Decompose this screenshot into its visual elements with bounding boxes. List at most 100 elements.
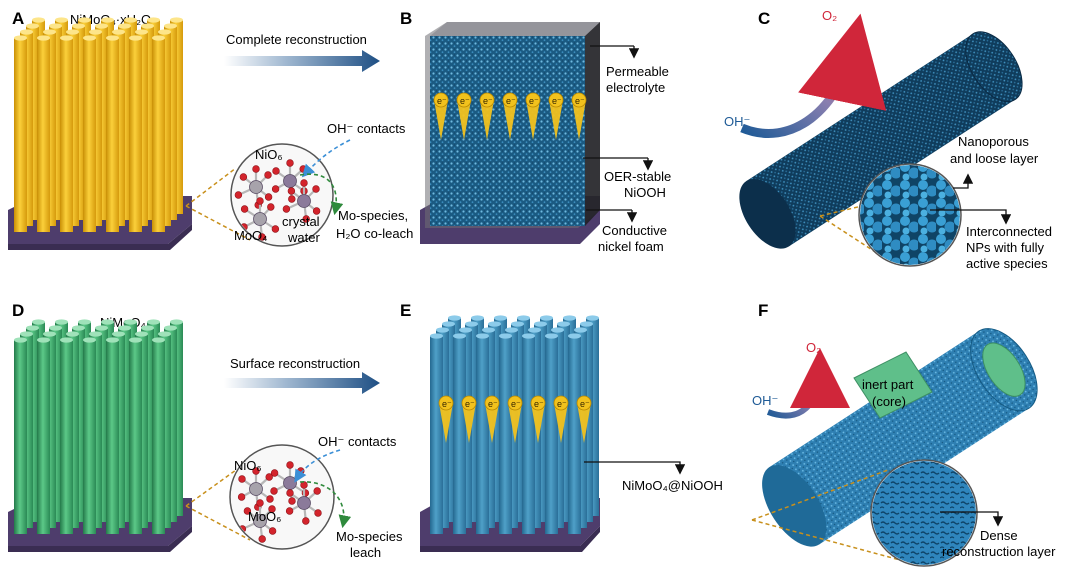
electron-dot <box>433 92 449 108</box>
panel-letter-e: E <box>400 301 411 320</box>
electron-cone <box>434 100 448 140</box>
nanorod-yellow-top <box>124 17 137 23</box>
rod-array-a <box>14 17 183 232</box>
electron-label: e⁻ <box>460 96 470 106</box>
nanorod-coated-top <box>471 315 484 321</box>
nanorod-coated-top <box>586 315 599 321</box>
nanorod-coated-top <box>482 327 495 333</box>
nanorod-coated-top <box>430 333 443 339</box>
ni-atom <box>249 180 263 194</box>
oxygen-atom <box>271 185 280 193</box>
nanorod-coated-top <box>557 321 570 327</box>
label-leach2-d: leach <box>350 545 381 560</box>
oxygen-atom <box>314 509 322 517</box>
nanorod-yellow-top <box>66 29 79 35</box>
nanorod-yellow <box>37 38 50 232</box>
nanorod-yellow-top <box>147 17 160 23</box>
label-inter-1: Interconnected <box>966 224 1052 239</box>
electron-label: e⁻ <box>437 96 447 106</box>
nanorod-coated-top <box>453 333 466 339</box>
oh-to-o2-arrow-c <box>740 13 887 138</box>
nanorod-green-top <box>112 331 125 337</box>
electron-dot <box>530 395 546 411</box>
nanorod-green-top <box>14 337 27 343</box>
nanorod-coated-top <box>499 333 512 339</box>
oxygen-atom <box>256 499 264 507</box>
nanorod-yellow-top <box>135 29 148 35</box>
nanorod-yellow-top <box>37 35 50 41</box>
electron-cone <box>554 403 568 443</box>
electron-label: e⁻ <box>488 399 498 409</box>
porous-cylinder-c <box>739 31 1023 249</box>
nanorod-yellow-top <box>49 23 62 29</box>
oxygen-atom <box>264 193 273 201</box>
nanorod-yellow-top <box>141 23 154 29</box>
electron-dot <box>525 92 541 108</box>
mo-atom <box>297 496 311 510</box>
electron-cone <box>503 100 517 140</box>
electron-dot <box>553 395 569 411</box>
nanorod-yellow <box>83 38 96 232</box>
nanorod-coated-top <box>517 315 530 321</box>
nanorod-yellow <box>14 38 27 232</box>
electron-label: e⁻ <box>511 399 521 409</box>
nanorod-coated-top <box>436 327 449 333</box>
label-foam-2: nickel foam <box>598 239 664 254</box>
label-oh-f: OH⁻ <box>752 393 778 408</box>
label-inter-3: active species <box>966 256 1048 271</box>
nanorod-coated-top <box>476 333 489 339</box>
nanorod-yellow-top <box>95 23 108 29</box>
nanorod-green-top <box>152 337 165 343</box>
oxygen-atom <box>239 173 248 181</box>
oxygen-atom <box>288 195 296 203</box>
panel-d: D NiMoO₄ <box>8 301 192 552</box>
inset-a-atomic: NiO₆ MoO₄ crystal water OH⁻ contacts Mo-… <box>185 121 413 247</box>
oxygen-atom <box>267 203 275 211</box>
electron-label: e⁻ <box>483 96 493 106</box>
electron-label: e⁻ <box>442 399 452 409</box>
label-permeable-2: electrolyte <box>606 80 665 95</box>
oxygen-atom <box>300 179 308 187</box>
nanorod-green <box>152 340 165 534</box>
nanorod-yellow <box>152 38 165 232</box>
electron-label: e⁻ <box>534 399 544 409</box>
electron-label: e⁻ <box>529 96 539 106</box>
nanorod-coated-top <box>494 315 507 321</box>
oxygen-atom <box>270 487 278 495</box>
electron-label: e⁻ <box>506 96 516 106</box>
electron-dot <box>548 92 564 108</box>
mo-atom <box>283 174 297 188</box>
label-core-1: inert part <box>862 377 914 392</box>
nanorod-yellow-top <box>14 35 27 41</box>
panel-letter-b: B <box>400 9 412 28</box>
electron-dot <box>507 395 523 411</box>
panel-letter-a: A <box>12 9 24 28</box>
nanorod-green-top <box>83 337 96 343</box>
electron-cone <box>526 100 540 140</box>
panel-e: E e⁻e⁻e⁻e⁻e⁻e⁻e⁻ NiMoO₄@NiOOH <box>400 301 723 552</box>
oxygen-atom <box>237 493 246 501</box>
label-permeable-1: Permeable <box>606 64 669 79</box>
nanorod-green-top <box>129 337 142 343</box>
label-water-a: water <box>287 230 320 245</box>
nanorod-green-top <box>95 325 108 331</box>
arrow-label-ab: Complete reconstruction <box>226 32 367 47</box>
electron-dot <box>438 395 454 411</box>
nanorod-coated-top <box>505 327 518 333</box>
electron-cone <box>508 403 522 443</box>
label-leach1-a: Mo-species, <box>338 208 408 223</box>
nanorod-coated <box>545 336 558 534</box>
nanorod-coated-top <box>580 321 593 327</box>
electron-dot <box>576 395 592 411</box>
electron-cone <box>485 403 499 443</box>
nanorod-green <box>60 340 73 534</box>
nanorod-coated-top <box>511 321 524 327</box>
nanorod-yellow-top <box>20 29 33 35</box>
panel-letter-d: D <box>12 301 24 320</box>
nanorod-green-top <box>55 319 68 325</box>
label-core-2: (core) <box>872 394 906 409</box>
electron-cone <box>462 403 476 443</box>
oxygen-atom <box>266 495 274 503</box>
inset-d-atomic: NiO₆ MoO₆ OH⁻ contacts Mo-species leach <box>185 434 403 560</box>
